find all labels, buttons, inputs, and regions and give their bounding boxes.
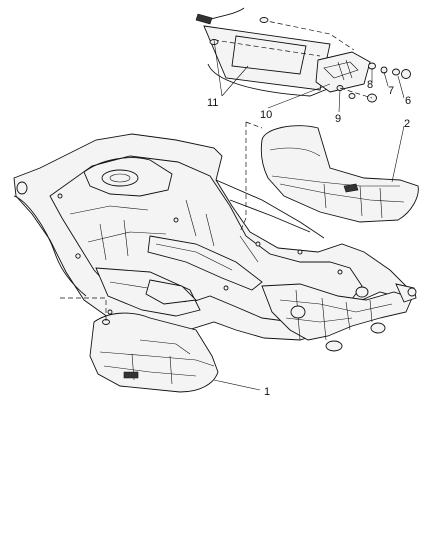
trim-panel-assembly: [195, 7, 411, 103]
callout-10: 10: [260, 109, 272, 121]
callout-8: 8: [367, 79, 373, 91]
left-insulator-part: [60, 297, 219, 393]
callout-11: 11: [207, 97, 218, 109]
callout-6: 6: [405, 95, 411, 107]
vehicle-body-shell: [13, 133, 417, 352]
callout-labels: 1 2 6 7 8 9 10 11: [207, 79, 411, 398]
leader-lines-top: [213, 39, 405, 113]
callout-9: 9: [335, 113, 341, 125]
callout-2: 2: [404, 118, 410, 130]
callout-7: 7: [388, 85, 394, 97]
leader-lines-side: [213, 125, 405, 391]
right-insulator-part: [245, 121, 419, 223]
callout-1: 1: [264, 386, 270, 398]
